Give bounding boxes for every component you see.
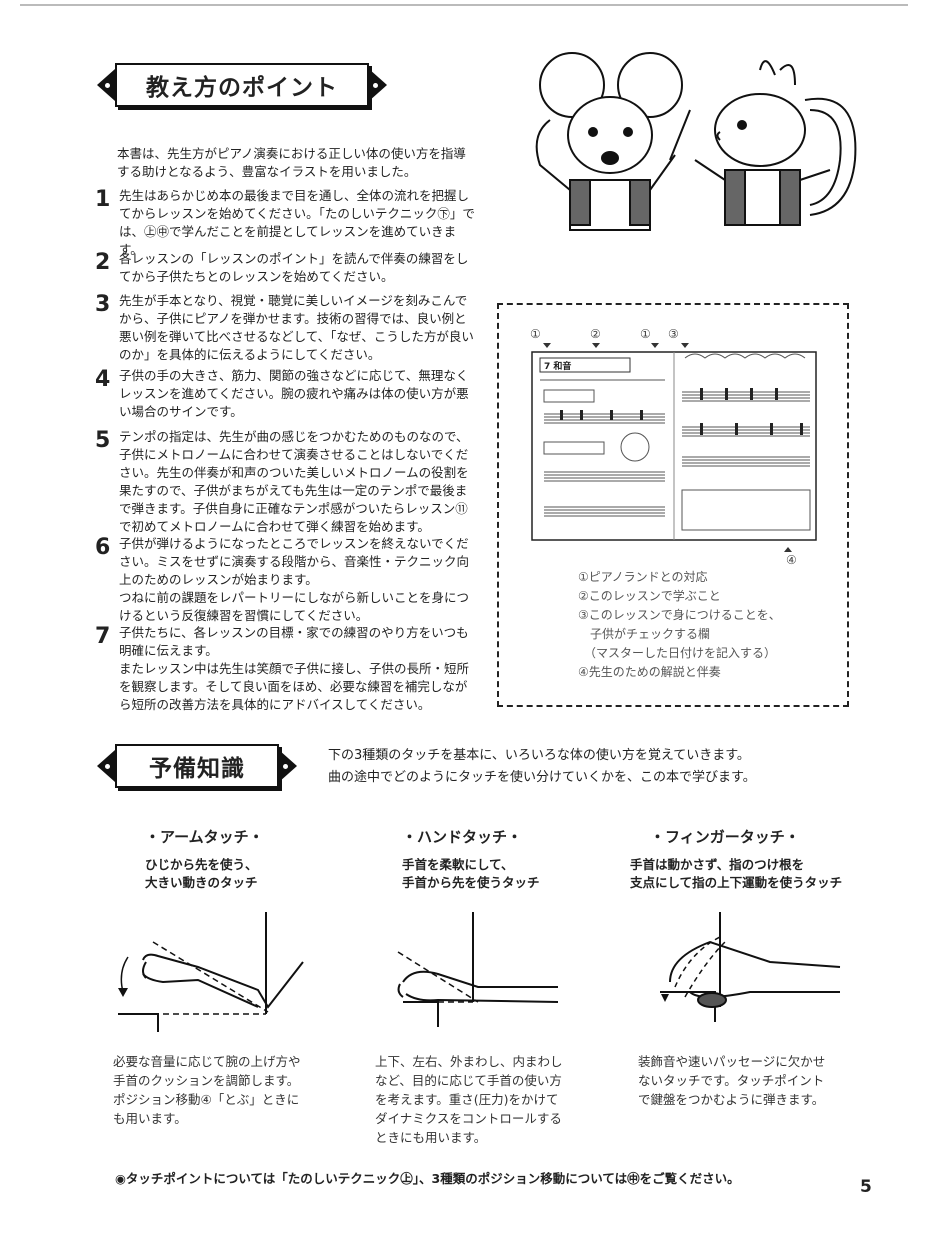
hand-touch-illustration	[397, 912, 559, 1027]
lesson-label: 7 和音	[544, 360, 571, 372]
marker-2: ②	[590, 327, 601, 341]
banner-left-arrow	[97, 750, 115, 782]
point-text: 子供の手の大きさ、筋力、関節の強さなどに応じて、無理なく レッスンを進めてくださ…	[119, 368, 469, 419]
point-number: 5	[95, 428, 111, 453]
point-text: テンポの指定は、先生が曲の感じをつかむためのものなので、 子供にメトロノームに合…	[119, 429, 469, 534]
marker-1a: ①	[530, 327, 541, 341]
hand-touch-title: ・ハンドタッチ・	[402, 828, 523, 846]
diagram-legend: ①ピアノランドとの対応 ②このレッスンで学ぶこと ③このレッスンで身につけること…	[578, 570, 781, 679]
finger-touch-title: ・フィンガータッチ・	[650, 828, 800, 846]
point-text: 先生はあらかじめ本の最後まで目を通し、全体の流れを把握し てからレッスンを始めて…	[119, 188, 475, 257]
point-number: 1	[95, 187, 111, 212]
arm-touch-subtitle: ひじから先を使う、 大きい動きのタッチ	[145, 857, 258, 890]
arm-touch-illustration	[118, 912, 304, 1032]
point-number: 7	[95, 624, 111, 649]
intro-text: 本書は、先生方がピアノ演奏における正しい体の使い方を指導する助けとなるよう、豊富…	[117, 146, 466, 179]
point-text: 先生が手本となり、視覚・聴覚に美しいイメージを刻みこんで から、子供にピアノを弾…	[119, 293, 474, 362]
point-number: 2	[95, 250, 111, 275]
page-number: 5	[860, 1177, 872, 1197]
point-number: 6	[95, 535, 111, 560]
marker-3: ③	[668, 327, 679, 341]
marker-1b: ①	[640, 327, 651, 341]
banner-right-arrow	[369, 69, 387, 101]
point-number: 3	[95, 292, 111, 317]
lesson-page-thumbnail: ① ② ① ③ ④ 7 和音	[530, 327, 817, 567]
section-banner-teaching-points: 教え方のポイント	[97, 63, 387, 107]
section-banner-prior-knowledge: 予備知識	[97, 744, 297, 788]
point-text: 各レッスンの「レッスンのポイント」を読んで伴奏の練習をし てから子供たちとのレッ…	[119, 251, 469, 284]
banner-right-arrow	[279, 750, 297, 782]
prior-knowledge-text: 下の3種類のタッチを基本に、いろいろな体の使い方を覚えていきます。 曲の途中でど…	[328, 748, 756, 785]
hand-touch-description: 上下、左右、外まわし、内まわし など、目的に応じて手首の使い方 を考えます。重さ…	[375, 1054, 563, 1145]
arm-touch-title: ・アームタッチ・	[145, 828, 264, 846]
lesson-page-diagram	[497, 303, 849, 707]
arm-touch-description: 必要な音量に応じて腕の上げ方や 手首のクッションを調節します。 ポジション移動④…	[113, 1054, 301, 1126]
finger-touch-illustration	[660, 912, 841, 1022]
section-title: 教え方のポイント	[115, 63, 369, 107]
banner-left-arrow	[97, 69, 115, 101]
hand-touch-subtitle: 手首を柔軟にして、 手首から先を使うタッチ	[402, 857, 540, 890]
top-rule	[20, 4, 908, 6]
point-text: 子供が弾けるようになったところでレッスンを終えないでくだ さい。ミスをせずに演奏…	[119, 536, 470, 623]
footnote: ◉タッチポイントについては「たのしいテクニック㊤」、3種類のポジション移動につい…	[115, 1171, 740, 1186]
section-title: 予備知識	[115, 744, 279, 788]
finger-touch-subtitle: 手首は動かさず、指のつけ根を 支点にして指の上下運動を使うタッチ	[630, 857, 843, 890]
mascot-illustration	[535, 52, 857, 231]
point-number: 4	[95, 367, 111, 392]
point-text: 子供たちに、各レッスンの目標・家での練習のやり方をいつも 明確に伝えます。 また…	[119, 625, 470, 712]
finger-touch-description: 装飾音や速いパッセージに欠かせ ないタッチです。タッチポイント で鍵盤をつかむよ…	[638, 1054, 826, 1107]
marker-4: ④	[786, 553, 797, 567]
